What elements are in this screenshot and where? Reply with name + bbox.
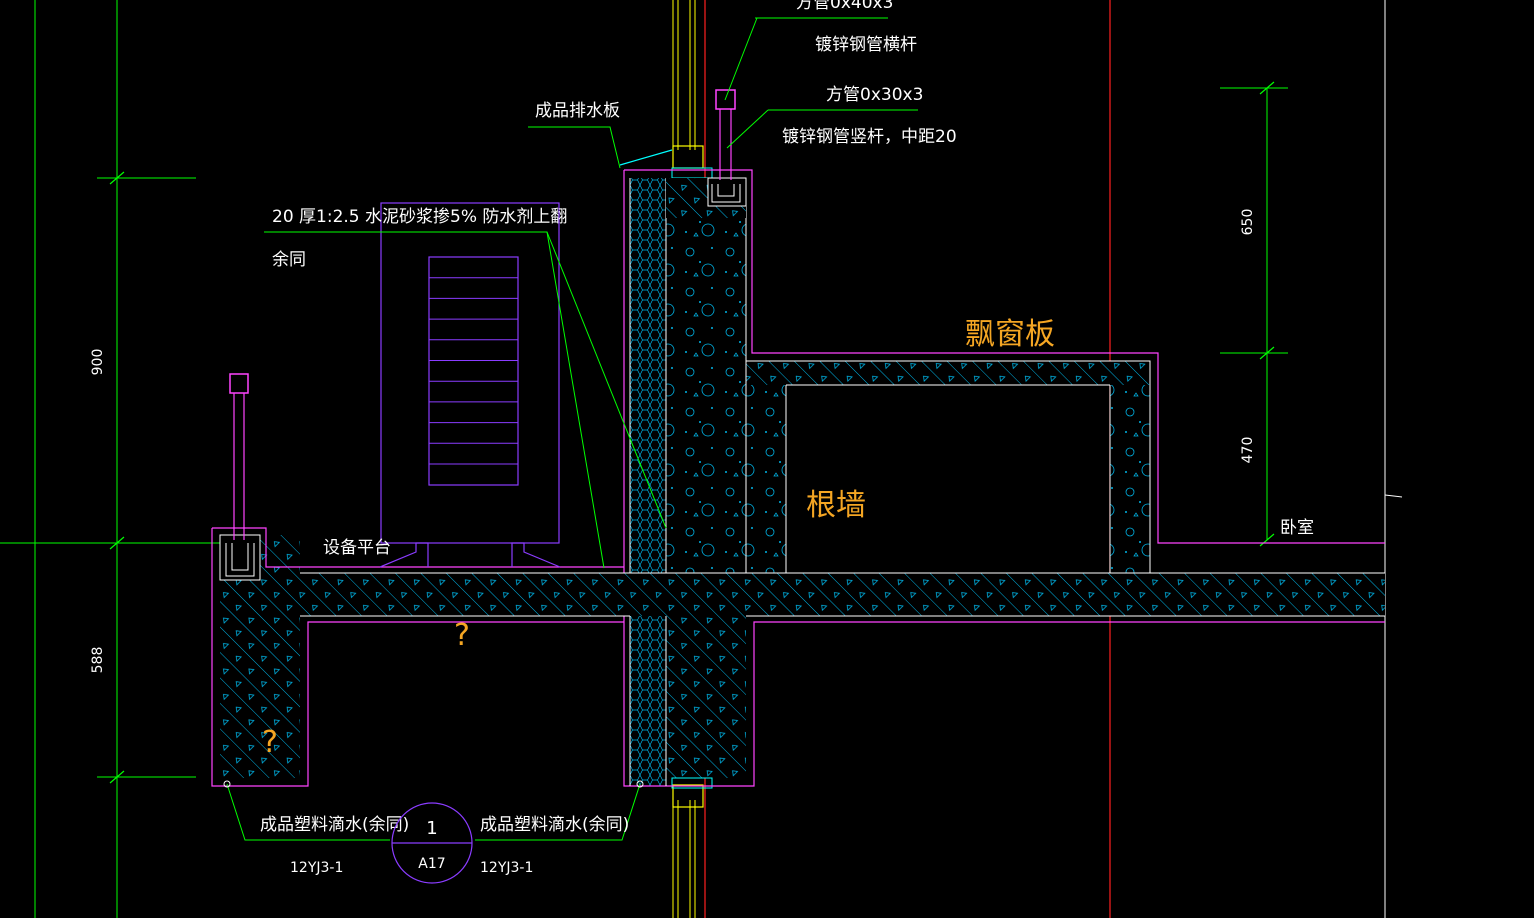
label-top-partial: 方管0x40x3 (796, 0, 893, 13)
wall-column (623, 167, 1385, 789)
dimension-left: 900 588 (90, 171, 196, 784)
label-square-tube: 方管0x30x3 (826, 85, 923, 105)
floor-slab (220, 572, 1385, 617)
equipment-platform-slab (211, 527, 624, 787)
ac-unit (379, 202, 561, 568)
detail-number: 1 (426, 818, 437, 839)
dimension-right: 650 470 (1220, 81, 1288, 547)
label-bedroom: 卧室 (1280, 518, 1314, 538)
label-ref-left: 12YJ3-1 (290, 860, 343, 876)
dimension-650: 650 (1240, 209, 1256, 236)
label-drip-right: 成品塑料滴水(余同) (480, 815, 629, 835)
bay-window-board (745, 360, 1151, 574)
railing-right (715, 89, 736, 180)
label-ref-right: 12YJ3-1 (480, 860, 533, 876)
label-mortar: 20 厚1:2.5 水泥砂浆掺5% 防水剂上翻 (272, 207, 567, 227)
dimension-900: 900 (90, 349, 106, 376)
dimension-470: 470 (1240, 437, 1256, 464)
label-equipment-platform: 设备平台 (323, 538, 391, 558)
label-root-wall: 根墙 (806, 488, 866, 523)
dimension-588: 588 (90, 647, 106, 674)
label-same-rest: 余同 (272, 250, 306, 270)
label-handrail: 镀锌钢管横杆 (815, 35, 917, 55)
label-baluster: 镀锌钢管竖杆，中距20 (782, 127, 957, 147)
question-mark-platform: ? (262, 725, 278, 760)
railing-left (229, 373, 249, 540)
window-glazing (672, 0, 704, 918)
label-drain-board: 成品排水板 (535, 101, 620, 121)
drain-board-mark (223, 149, 673, 788)
leader-lines (226, 17, 918, 841)
parapet-cap (666, 177, 747, 218)
label-drip-left: 成品塑料滴水(余同) (260, 815, 409, 835)
detail-callout-symbol: 1 A17 (391, 802, 473, 884)
label-bay-window-board: 飘窗板 (965, 317, 1055, 352)
question-mark-slab: ? (454, 618, 470, 653)
detail-sheet: A17 (418, 856, 445, 872)
